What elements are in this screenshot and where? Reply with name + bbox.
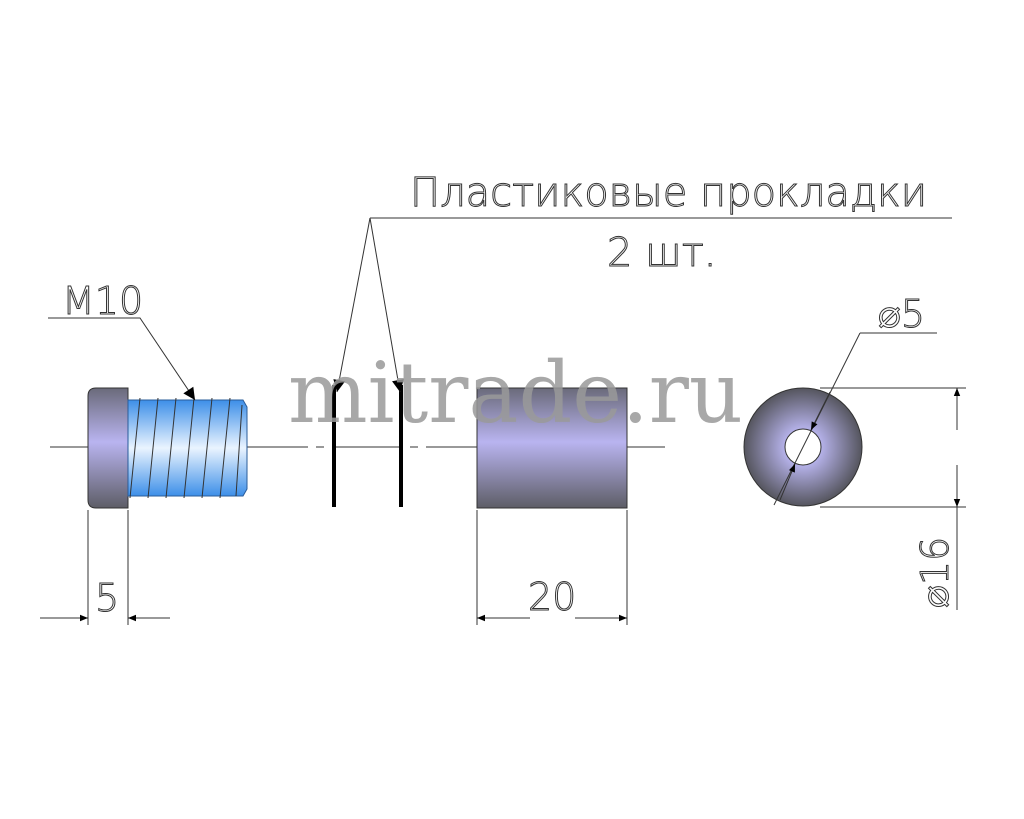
- screw-head: [87, 387, 129, 509]
- thread-label: M10: [62, 279, 143, 323]
- spacer-tube: [476, 387, 628, 509]
- head-length-dimension: [40, 510, 170, 625]
- outer-diameter-dimension: [820, 387, 966, 610]
- screw-thread: [127, 399, 248, 497]
- hole-diameter-value: ⌀5: [878, 292, 925, 336]
- gaskets-title: Пластиковые прокладки: [410, 170, 927, 216]
- gasket-leader-1: [333, 217, 371, 393]
- hole-arrow-1: [810, 391, 831, 431]
- spacer-length-dimension: [476, 510, 628, 625]
- hole-arrow-2: [779, 463, 796, 501]
- gasket-leader-2: [369, 217, 404, 393]
- screw: [87, 387, 248, 509]
- gaskets-qty: 2 шт.: [607, 230, 717, 276]
- watermark: mitrade.ru: [288, 344, 743, 442]
- spacer-length-value: 20: [528, 575, 576, 619]
- outer-diameter-value: ⌀16: [913, 537, 957, 608]
- thread-leader: [48, 317, 196, 401]
- head-length-value: 5: [95, 576, 119, 620]
